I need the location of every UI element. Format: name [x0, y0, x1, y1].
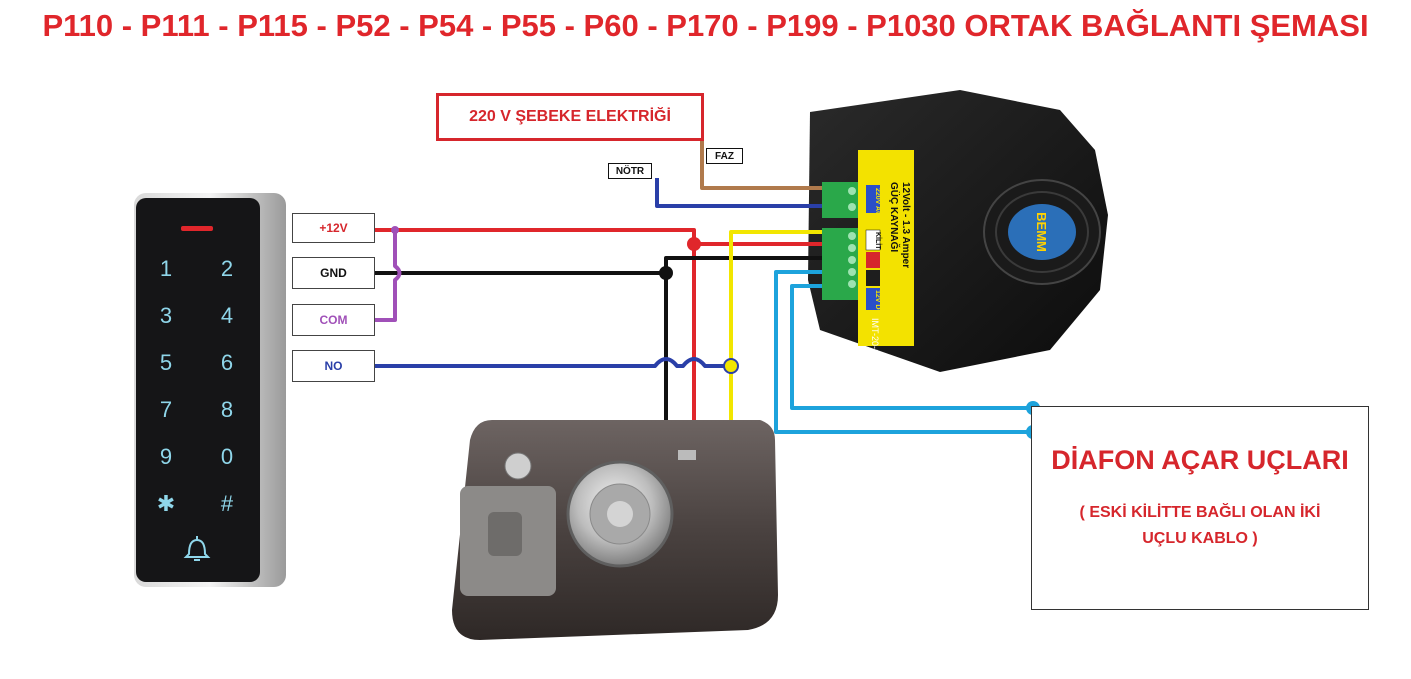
wire-no — [375, 357, 724, 368]
lock-keyhole — [607, 501, 633, 527]
lock-rfid-button — [488, 512, 522, 556]
diagram-title: P110 - P111 - P115 - P52 - P54 - P55 - P… — [42, 8, 1369, 43]
phase-label: FAZ — [715, 150, 734, 162]
psu-kilit-block — [865, 229, 881, 251]
wire-phase — [700, 140, 822, 190]
wires — [375, 140, 1033, 434]
psu-terminal-screws — [848, 187, 856, 288]
keypad-status-led — [181, 226, 213, 231]
psu-title: GÜÇ KAYNAĞI — [888, 182, 901, 252]
wire-lock-signal — [729, 230, 822, 420]
keypad-key: 8 — [221, 397, 233, 422]
terminal-plus12v-label: +12V — [319, 221, 348, 235]
intercom-subtitle: ( ESKİ KİLİTTE BAĞLI OLAN İKİ UÇLU KABLO… — [1079, 504, 1321, 547]
terminal-plus12v: +12V — [292, 213, 375, 243]
phase-label-box: FAZ — [706, 148, 743, 164]
bell-icon — [183, 536, 211, 561]
keypad-key: ✱ — [157, 491, 175, 516]
terminal-no-label: NO — [324, 359, 343, 373]
psu-model: IMT-20-15B43 — [870, 318, 880, 375]
electric-lock-device — [452, 420, 778, 640]
psu-logo-badge — [1008, 204, 1076, 260]
keypad-key: 7 — [160, 397, 172, 422]
power-supply-device: BEMM 12Volt - 1.3 Amper GÜÇ KAYNAĞI 220V… — [808, 90, 1108, 375]
neutral-label-box: NÖTR — [608, 163, 652, 179]
junction-yellow — [723, 358, 739, 374]
keypad-keys: 1 2 3 4 5 6 7 8 9 0 ✱ # — [157, 256, 234, 516]
terminal-gnd: GND — [292, 257, 375, 289]
keypad-device: 1 2 3 4 5 6 7 8 9 0 ✱ # — [134, 193, 286, 587]
keypad-key: 0 — [221, 444, 233, 469]
mains-label: 220 V ŞEBEKE ELEKTRİĞİ — [469, 108, 671, 125]
keypad-key: 9 — [160, 444, 172, 469]
wire-gnd — [375, 256, 822, 275]
terminal-gnd-label: GND — [320, 266, 347, 280]
intercom-title: DİAFON AÇAR UÇLARI — [1051, 445, 1349, 475]
mains-label-box: 220 V ŞEBEKE ELEKTRİĞİ — [436, 93, 704, 141]
psu-dc-block — [866, 288, 880, 310]
psu-rating: 12Volt - 1.3 Amper — [900, 182, 911, 268]
terminal-com-label: COM — [319, 313, 348, 327]
psu-kilit-label: KİLİT — [874, 232, 882, 250]
keypad-key: 4 — [221, 303, 233, 328]
psu-dc-label: 12V DC — [874, 290, 881, 315]
keypad-face — [136, 198, 260, 582]
psu-brand: BEMM — [1034, 212, 1049, 252]
psu-minus-block — [866, 270, 880, 286]
keypad-key: 3 — [160, 303, 172, 328]
keypad-key: 1 — [160, 256, 172, 281]
wire-neutral — [655, 178, 822, 208]
junction-red — [687, 237, 701, 251]
psu-plus-block — [866, 252, 880, 268]
keypad-key: 6 — [221, 350, 233, 375]
junction-com-plus — [391, 226, 399, 234]
keypad-key: # — [221, 491, 234, 516]
wire-intercom-1 — [774, 270, 1033, 434]
junction-black — [659, 266, 673, 280]
keypad-key: 2 — [221, 256, 233, 281]
keypad-key: 5 — [160, 350, 172, 375]
intercom-box: DİAFON AÇAR UÇLARI ( ESKİ KİLİTTE BAĞLI … — [1031, 406, 1369, 610]
psu-ac-block — [866, 185, 880, 213]
psu-ac-label: 220V AC — [874, 188, 881, 216]
psu-vent-mid — [995, 191, 1089, 273]
terminal-com: COM — [292, 304, 375, 336]
lock-latch-indicator — [678, 450, 696, 460]
lock-led-button — [504, 452, 532, 480]
terminal-no: NO — [292, 350, 375, 382]
neutral-label: NÖTR — [615, 165, 645, 177]
wire-intercom-2 — [790, 284, 1033, 410]
wire-com — [375, 230, 402, 322]
